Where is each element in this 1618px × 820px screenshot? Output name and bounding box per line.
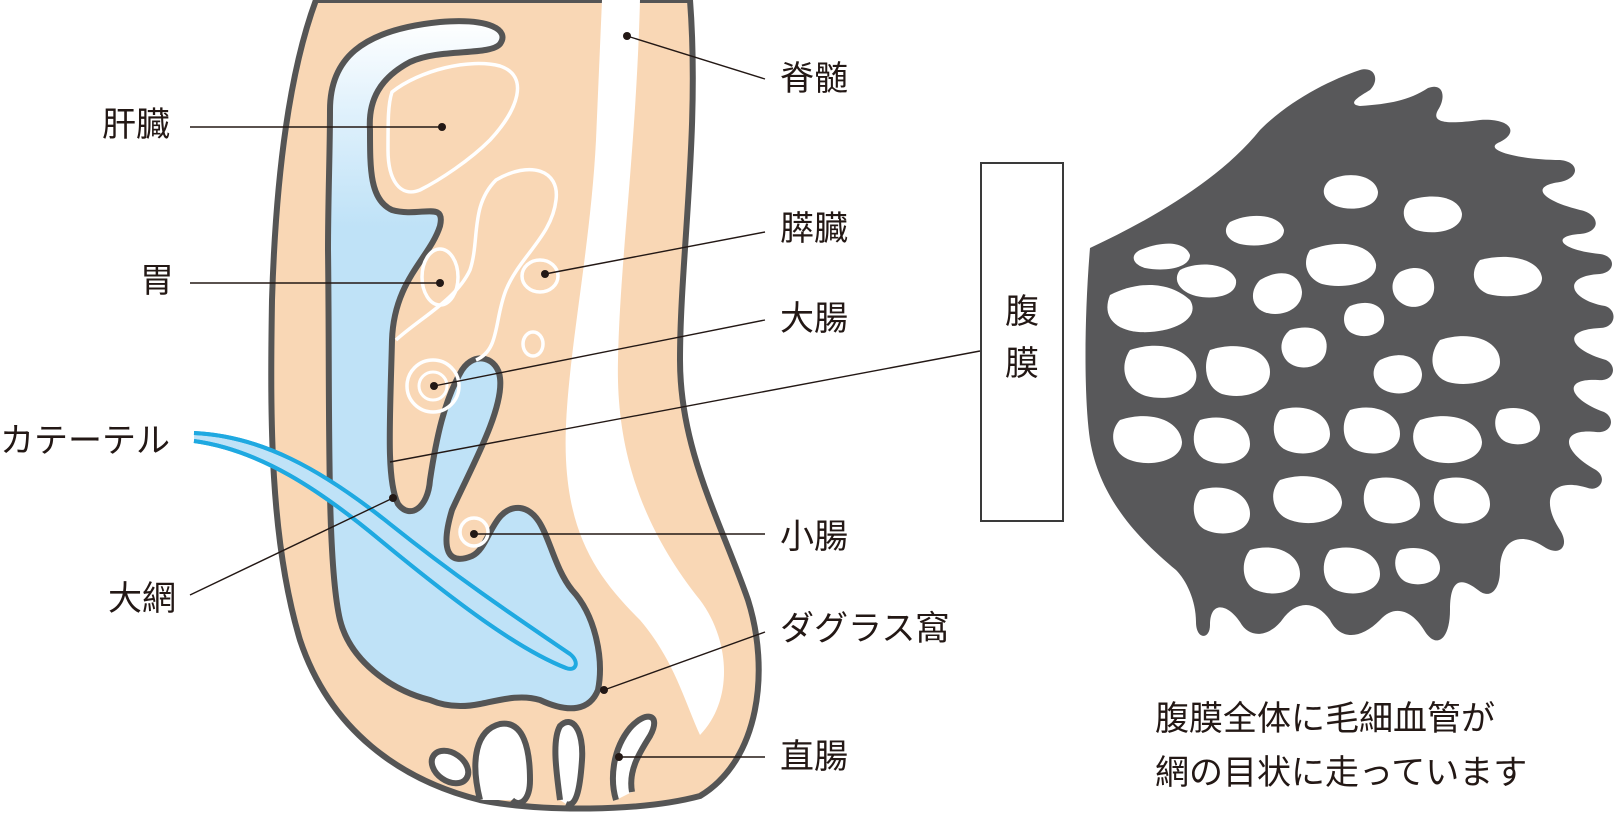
peritoneum-char-1: 腹 — [1005, 292, 1039, 332]
label-pancreas: 膵臓 — [780, 209, 848, 249]
label-douglas-pouch: ダグラス窩 — [780, 609, 950, 649]
small-intestine — [458, 516, 490, 548]
capillary-net-holes — [1107, 175, 1542, 594]
label-greater-omentum: 大網 — [108, 579, 176, 619]
label-spinal-cord: 脊髄 — [780, 59, 848, 99]
rectum — [609, 713, 658, 801]
pancreas — [520, 258, 560, 294]
small-organ — [521, 330, 545, 358]
pelvic-loop-1 — [472, 720, 534, 807]
large-intestine-inner — [417, 370, 449, 402]
caption-line-1: 腹膜全体に毛細血管が — [1155, 699, 1495, 739]
leader-lines — [189, 35, 981, 758]
label-catheter: カテーテル — [0, 421, 170, 461]
peritoneum-box: 腹 膜 — [980, 162, 1064, 522]
label-large-intestine: 大腸 — [780, 299, 848, 339]
capillary-caption: 腹膜全体に毛細血管が 網の目状に走っています — [1155, 692, 1527, 800]
pelvic-oval — [428, 747, 472, 787]
peritoneum-char-2: 膜 — [1005, 344, 1039, 384]
leader-dots — [389, 32, 631, 761]
caption-line-2: 網の目状に走っています — [1155, 753, 1528, 793]
label-small-intestine: 小腸 — [780, 517, 848, 557]
large-intestine — [405, 358, 461, 414]
liver — [386, 61, 520, 194]
organ-loop — [394, 167, 559, 362]
pelvic-loop-2 — [552, 719, 586, 808]
label-stomach: 胃 — [140, 261, 174, 301]
spinal-cord — [565, 0, 725, 735]
label-rectum: 直腸 — [780, 737, 848, 777]
capillary-network — [1085, 69, 1614, 641]
peritoneum-label: 腹 膜 — [982, 286, 1062, 390]
stomach — [420, 247, 460, 307]
label-liver: 肝臓 — [102, 105, 170, 145]
